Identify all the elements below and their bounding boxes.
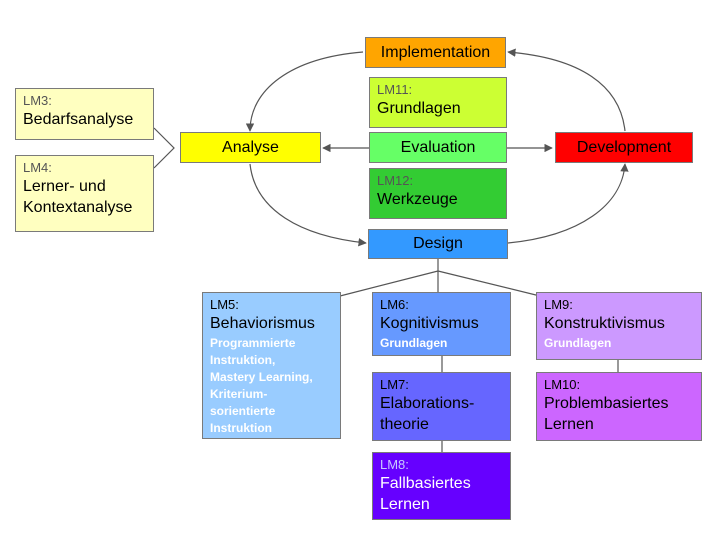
evaluation-label: Evaluation: [400, 138, 476, 156]
lm4-code: LM4:: [23, 160, 52, 175]
lm10-title-line2: Lernen: [544, 416, 594, 433]
lm3-code: LM3:: [23, 93, 52, 108]
lm11-code: LM11:: [377, 82, 413, 97]
lm9-box: LM9: Konstruktivismus Grundlagen: [536, 292, 702, 360]
development-label: Development: [576, 138, 672, 156]
lm9-title: Konstruktivismus: [544, 315, 665, 332]
lm8-title-line2: Lernen: [380, 496, 430, 513]
lm12-title: Werkzeuge: [377, 191, 458, 208]
lm6-title: Kognitivismus: [380, 315, 479, 332]
lm10-box: LM10: Problembasiertes Lernen: [536, 372, 702, 441]
lm11-title: Grundlagen: [377, 100, 461, 117]
arc-analyse-to-design: [249, 163, 367, 247]
lm7-title-line1: Elaborations-: [380, 395, 475, 412]
lm3-box: LM3: Bedarfsanalyse: [15, 88, 154, 140]
lm5-sub-line5: sorientierte: [210, 404, 276, 418]
evaluation-box: Evaluation: [369, 132, 507, 163]
lm5-sub-line4: Kriterium-: [210, 387, 268, 401]
arc-implementation-to-analyse: [245, 51, 364, 132]
lm7-box: LM7: Elaborations- theorie: [372, 372, 511, 441]
lm6-code: LM6:: [380, 297, 409, 312]
lm4-title-line2: Kontextanalyse: [23, 199, 133, 216]
lm6-sub: Grundlagen: [380, 336, 448, 350]
analyse-label: Analyse: [222, 138, 279, 156]
arc-design-to-development: [507, 163, 629, 244]
analyse-box: Analyse: [180, 132, 321, 163]
lm10-code: LM10:: [544, 377, 581, 392]
design-box: Design: [368, 229, 508, 259]
lm5-sub-line1: Programmierte: [210, 336, 296, 350]
lm9-code: LM9:: [544, 297, 573, 312]
lm5-box: LM5: Behaviorismus Programmierte Instruk…: [202, 292, 341, 439]
lm4-box: LM4: Lerner- und Kontextanalyse: [15, 155, 154, 232]
lm7-code: LM7:: [380, 377, 409, 392]
lm3-title: Bedarfsanalyse: [23, 111, 134, 128]
lm12-code: LM12:: [377, 173, 414, 188]
lm8-box: LM8: Fallbasiertes Lernen: [372, 452, 511, 520]
design-label: Design: [413, 235, 463, 252]
lm7-title-line2: theorie: [380, 416, 429, 433]
lm6-box: LM6: Kognitivismus Grundlagen: [372, 292, 511, 356]
fan-left: [339, 270, 439, 297]
brace-to-analyse: [153, 127, 175, 169]
arc-development-to-implementation: [507, 48, 626, 132]
lm11-box: LM11: Grundlagen: [369, 77, 507, 128]
development-box: Development: [555, 132, 693, 163]
lm9-sub: Grundlagen: [544, 336, 612, 350]
lm5-sub-line3: Mastery Learning,: [210, 370, 313, 384]
implementation-box: Implementation: [365, 37, 506, 68]
lm5-sub-line6: Instruktion: [210, 421, 272, 435]
lm8-code: LM8:: [380, 457, 409, 472]
implementation-label: Implementation: [380, 43, 491, 61]
lm4-title-line1: Lerner- und: [23, 178, 106, 195]
lm10-title-line1: Problembasiertes: [544, 395, 669, 412]
fan-right: [437, 270, 541, 297]
lm5-title: Behaviorismus: [210, 315, 315, 332]
lm8-title-line1: Fallbasiertes: [380, 475, 471, 492]
lm12-box: LM12: Werkzeuge: [369, 168, 507, 219]
lm5-code: LM5:: [210, 297, 239, 312]
lm5-sub-line2: Instruktion,: [210, 353, 276, 367]
